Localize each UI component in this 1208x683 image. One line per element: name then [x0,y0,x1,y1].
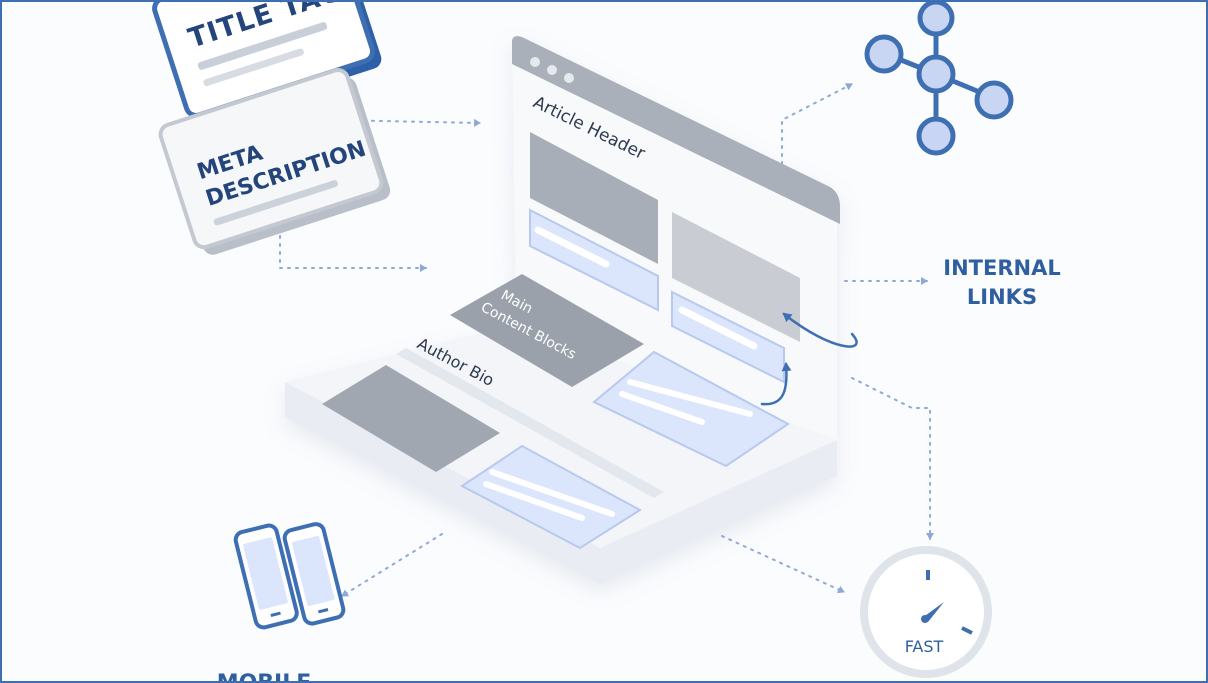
mobile-label: MOBILE [217,671,312,681]
smartphone-icon [233,522,346,630]
speedometer-icon [860,546,992,678]
screen-blocks [529,132,800,384]
connector-page-to-speed [851,377,934,540]
connector-base-to-mobile [341,533,443,597]
browser-dots [530,57,574,83]
base-blocks [322,274,790,550]
network-icon [864,2,1014,156]
main-content-block [450,274,644,387]
fast-label: FAST [905,637,944,656]
connector-base-to-speed [721,535,845,594]
connector-meta-to-page [279,219,427,272]
internal-links-line1: INTERNAL [943,256,1060,280]
internal-links-line2: LINKS [967,285,1037,309]
page-base [285,382,837,584]
meta-description-card: META DESCRIPTION [158,68,391,255]
browser-titlebar [512,36,840,224]
connector-page-to-network [781,83,853,173]
connector-lines [279,83,934,597]
link-arrow-icon [760,312,858,406]
